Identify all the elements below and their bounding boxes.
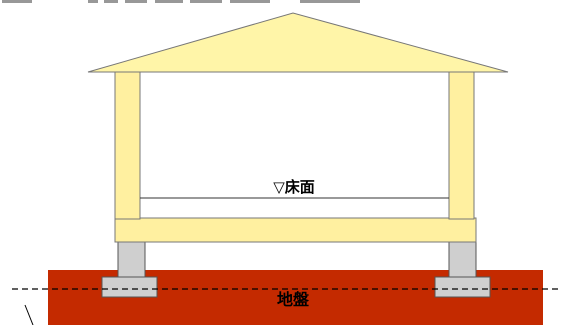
left-foundation (101, 240, 158, 298)
leader-line (24, 304, 34, 325)
roof (87, 12, 509, 73)
left-wall-post (114, 69, 141, 220)
cropped-top-text (2, 0, 360, 3)
floor-label: ▽床面 (273, 178, 315, 196)
right-wall-post (448, 69, 475, 220)
right-foundation (434, 240, 491, 298)
floor-beam (114, 217, 477, 243)
ground-label: 地盤 (277, 290, 310, 309)
